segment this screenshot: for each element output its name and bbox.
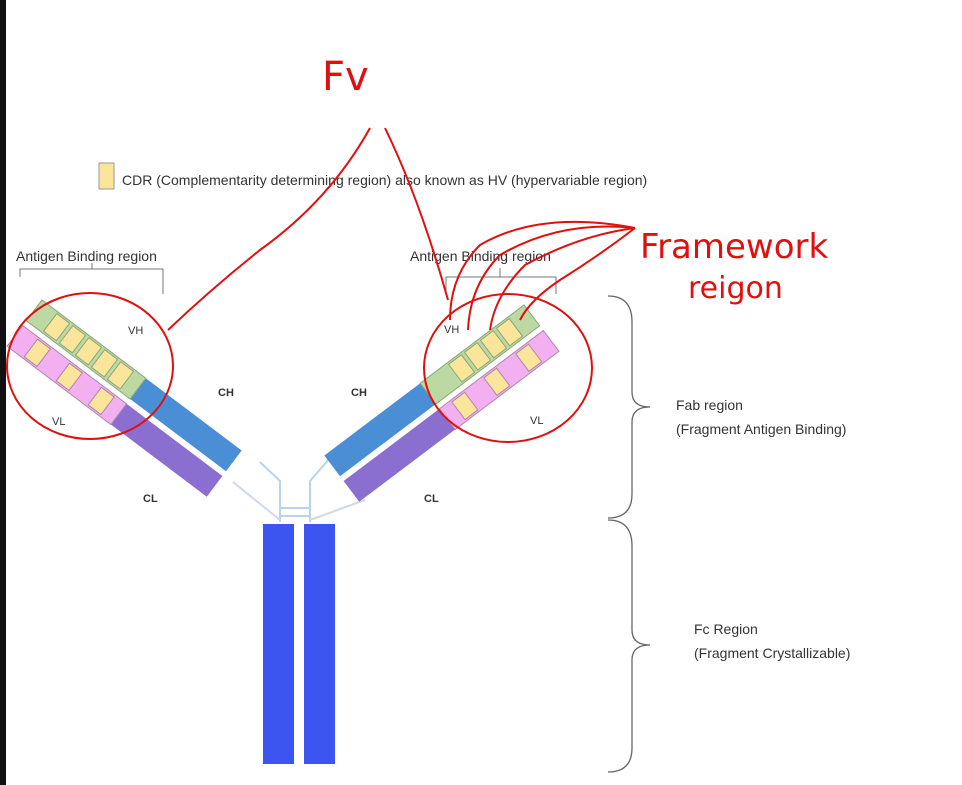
left-light-constant xyxy=(110,403,223,497)
hinge-line-right-light xyxy=(309,499,366,521)
antigen-binding-bracket-left xyxy=(19,263,164,294)
fc-region-brace xyxy=(607,519,651,773)
left-heavy-cdr xyxy=(42,312,71,342)
framework-annotation-line1: Framework xyxy=(640,227,829,267)
right-heavy-cdr xyxy=(495,317,524,347)
vl-label-left: VL xyxy=(52,416,65,428)
right-light-cdr xyxy=(515,343,543,373)
right-heavy-cdr xyxy=(479,329,508,359)
antigen-binding-label-right: Antigen Binding region xyxy=(410,248,551,264)
right-light-constant xyxy=(343,408,456,502)
right-heavy-constant xyxy=(324,383,436,477)
fc-region-subtitle: (Fragment Crystallizable) xyxy=(694,645,850,661)
fv-pointer-left xyxy=(167,127,371,331)
framework-pointer-2 xyxy=(467,225,636,331)
fv-circle-right xyxy=(423,293,593,443)
hinge-line-right xyxy=(309,457,331,522)
vl-label-right: VL xyxy=(530,415,543,427)
left-edge-bar xyxy=(0,0,6,785)
framework-pointer-3 xyxy=(489,227,636,331)
fab-region-brace xyxy=(607,295,651,519)
left-light-cdr xyxy=(23,338,51,368)
framework-annotation-line2: reigon xyxy=(688,271,783,306)
fc-region-title: Fc Region xyxy=(694,621,758,637)
fc-heavy-chain-right xyxy=(304,524,335,764)
fc-heavy-chain-left xyxy=(263,524,294,764)
fab-region-title: Fab region xyxy=(676,397,743,413)
ch-label-left: CH xyxy=(218,387,234,399)
left-heavy-cdr xyxy=(74,337,103,366)
left-light-cdr xyxy=(55,362,83,392)
right-light-cdr xyxy=(483,367,511,397)
ch-label-right: CH xyxy=(351,387,367,399)
right-heavy-cdr xyxy=(447,354,476,383)
antigen-binding-label-left: Antigen Binding region xyxy=(16,248,157,264)
right-light-cdr xyxy=(451,391,479,421)
left-heavy-constant xyxy=(130,378,242,472)
cdr-legend-swatch xyxy=(98,162,115,190)
fv-pointer-right xyxy=(384,127,449,301)
left-heavy-cdr xyxy=(58,324,87,354)
framework-pointer-1 xyxy=(449,220,636,321)
vh-label-left: VH xyxy=(128,325,143,337)
right-heavy-cdr xyxy=(463,342,492,371)
cl-label-left: CL xyxy=(143,493,158,505)
vh-label-right: VH xyxy=(444,324,459,336)
cdr-legend-text: CDR (Complementarity determining region)… xyxy=(122,172,647,188)
hinge-line-left-light xyxy=(232,481,281,521)
left-light-cdr xyxy=(87,386,115,416)
left-heavy-cdr xyxy=(90,349,119,378)
antigen-binding-bracket-right xyxy=(445,268,557,294)
cl-label-right: CL xyxy=(424,493,439,505)
fab-region-subtitle: (Fragment Antigen Binding) xyxy=(676,421,846,437)
fv-circle-left xyxy=(6,292,174,440)
framework-pointer-4 xyxy=(519,227,636,321)
fv-annotation: Fv xyxy=(322,54,369,100)
left-heavy-cdr xyxy=(106,361,135,390)
